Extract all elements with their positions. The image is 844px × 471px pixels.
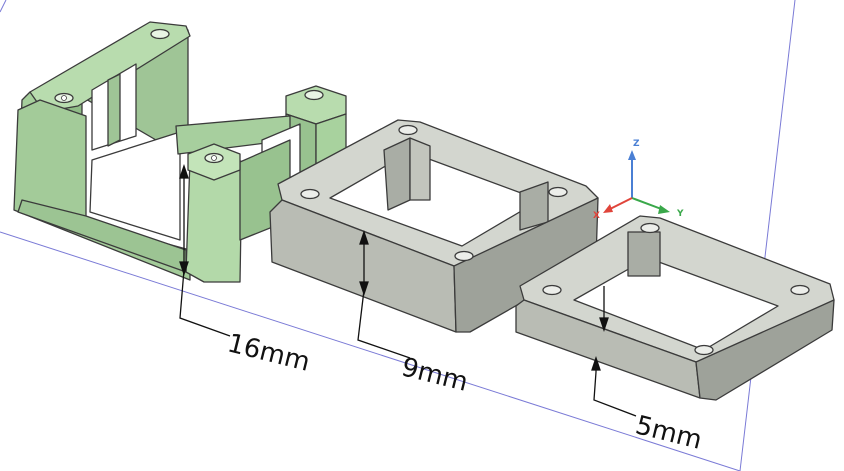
axis-y-label: Y bbox=[677, 209, 684, 219]
spacer-medium-model[interactable] bbox=[269, 119, 599, 333]
dimension-lines bbox=[179, 163, 637, 417]
spacer-small-model[interactable] bbox=[515, 215, 835, 401]
axis-z-label: Z bbox=[633, 139, 640, 149]
spacer-large-model[interactable] bbox=[13, 21, 347, 283]
axis-x-label: X bbox=[593, 211, 600, 221]
axis-triad bbox=[603, 150, 670, 214]
work-plane bbox=[0, 0, 796, 471]
